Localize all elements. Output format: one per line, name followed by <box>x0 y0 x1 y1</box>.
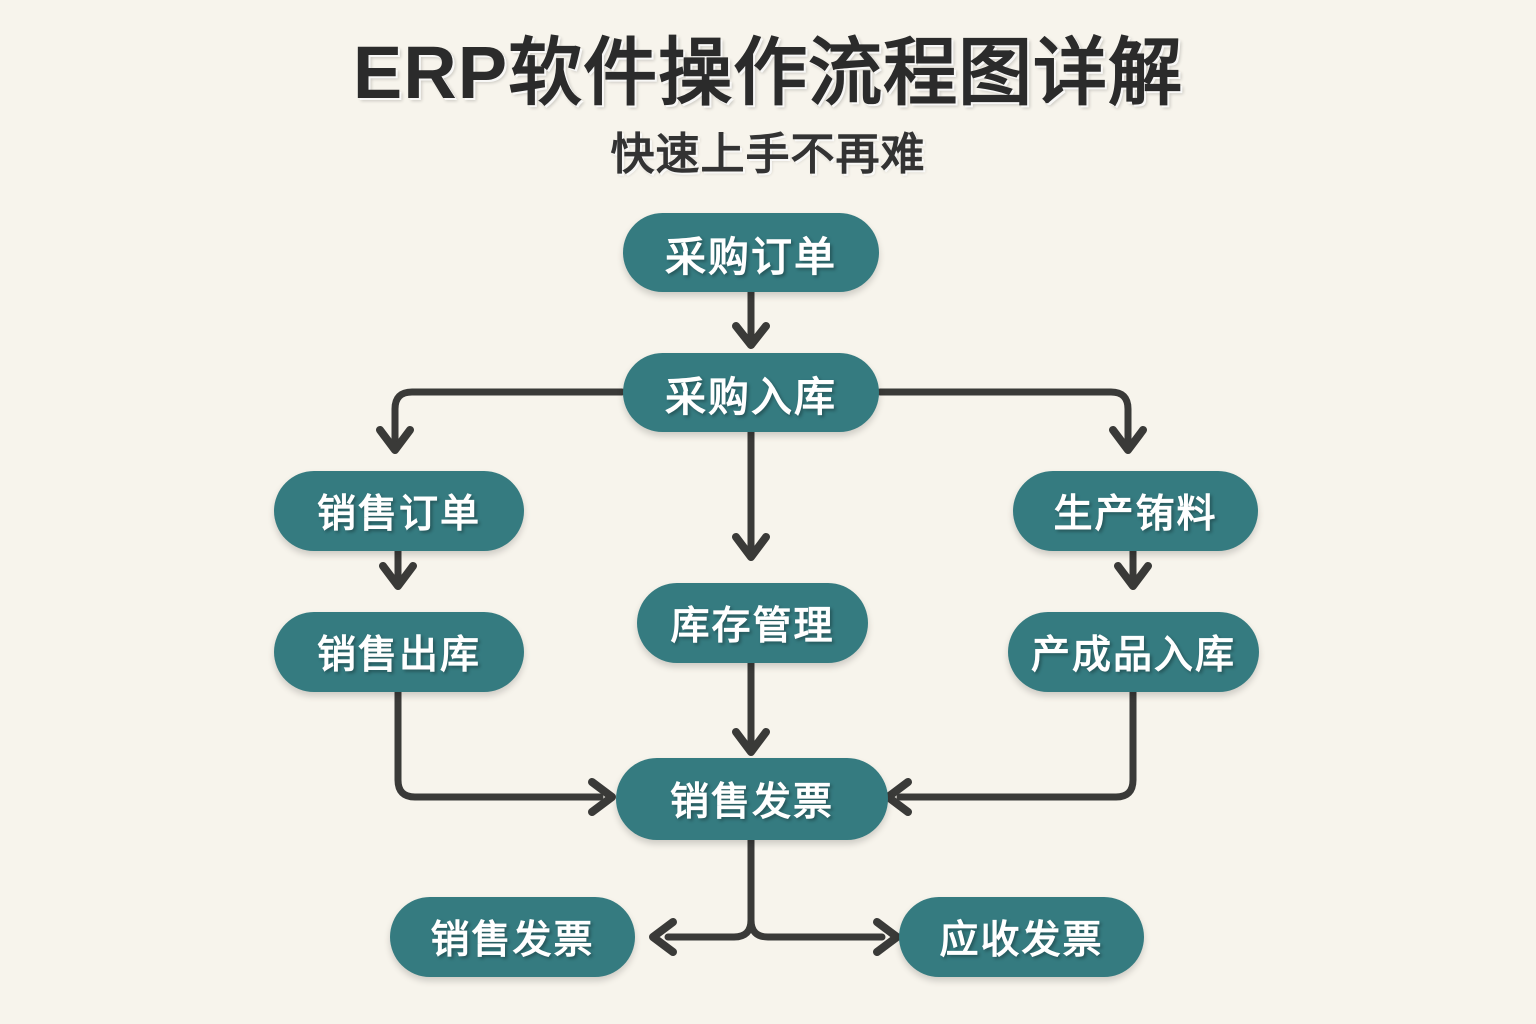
node-label: 销售出库 <box>316 634 481 677</box>
node-label: 产成品入库 <box>1030 634 1236 677</box>
node-label: 库存管理 <box>670 605 835 648</box>
arrowhead-sales-invoice-top <box>732 728 770 756</box>
edge-outbound-to-invoice <box>394 688 604 801</box>
node-label: 销售发票 <box>669 781 834 824</box>
node-finished-goods-inbound[interactable]: 产成品入库 <box>1008 612 1259 692</box>
node-sales-outbound[interactable]: 销售出库 <box>274 612 524 692</box>
node-sales-order[interactable]: 销售订单 <box>274 471 524 551</box>
node-label: 采购入库 <box>665 373 837 420</box>
arrowhead-sales-outbound <box>379 562 417 590</box>
arrowhead-finished-goods <box>1114 562 1152 590</box>
edge-finished-to-invoice <box>896 688 1137 801</box>
node-purchase-inbound[interactable]: 采购入库 <box>623 353 879 432</box>
edge-invoice-fork-right <box>747 916 886 941</box>
node-production-picking[interactable]: 生产铕料 <box>1013 471 1258 551</box>
arrowhead-invoice-from-left <box>588 778 616 816</box>
node-purchase-order[interactable]: 采购订单 <box>623 213 879 292</box>
arrowhead-production <box>1109 426 1147 454</box>
node-label: 销售订单 <box>316 493 481 536</box>
node-label: 应收发票 <box>939 919 1104 962</box>
node-sales-invoice-main[interactable]: 销售发票 <box>616 758 888 840</box>
arrowhead-inventory <box>732 533 770 561</box>
node-label: 销售发票 <box>430 919 595 962</box>
node-sales-invoice-left[interactable]: 销售发票 <box>390 897 635 977</box>
node-label: 采购订单 <box>665 233 837 280</box>
edge-inbound-to-production <box>876 388 1132 444</box>
arrowhead-receivable-invoice <box>873 918 901 956</box>
arrowhead-invoice-from-right <box>884 778 912 816</box>
arrowhead-sales-order <box>376 426 414 454</box>
node-label: 生产铕料 <box>1053 493 1218 536</box>
node-inventory-management[interactable]: 库存管理 <box>637 583 868 663</box>
edge-inbound-to-sales-order <box>391 388 626 444</box>
node-receivable-invoice[interactable]: 应收发票 <box>899 897 1144 977</box>
arrowhead-invoice-left <box>649 918 677 956</box>
arrowhead-purchase-inbound <box>732 322 770 349</box>
edge-invoice-fork-stem <box>664 836 755 941</box>
